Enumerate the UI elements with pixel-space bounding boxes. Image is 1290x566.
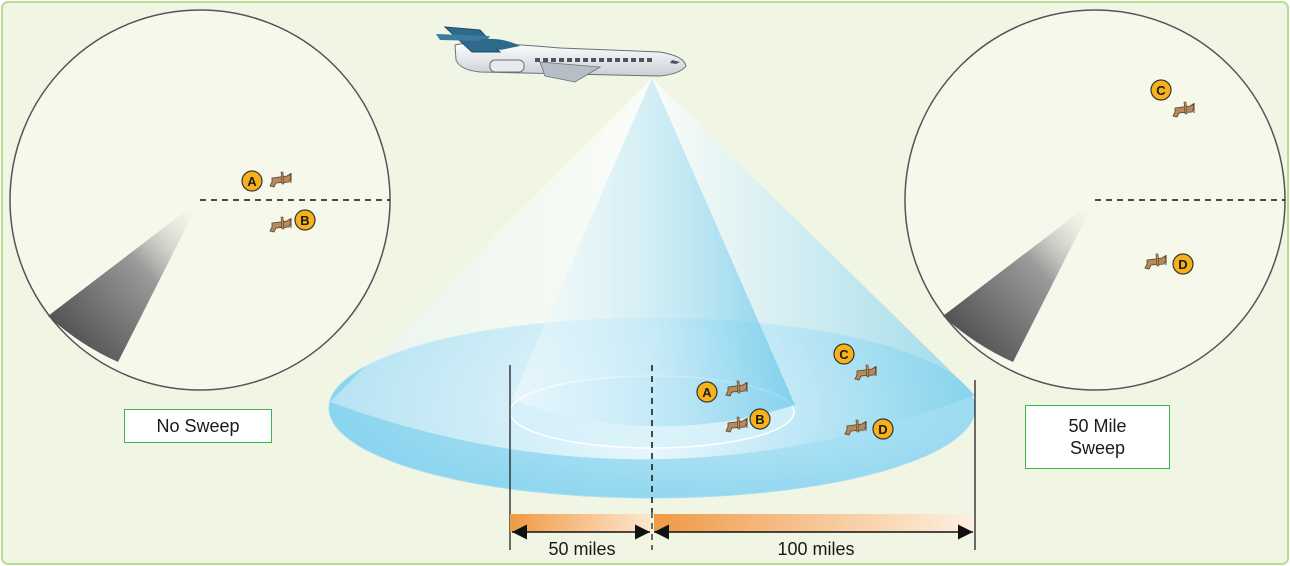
airliner-icon: [436, 26, 687, 83]
sweep-wedge-left: [48, 200, 200, 362]
distance-scale: 50 miles 100 miles: [509, 365, 976, 559]
target-b-coverage: B: [725, 408, 771, 433]
target-c-right: C: [1150, 79, 1195, 118]
radar-scope-right: [904, 9, 1286, 391]
sweep-label-line1: 50 Mile: [1068, 416, 1127, 436]
sweep-wedge-right: [943, 200, 1095, 362]
far-distance-label: 100 miles: [777, 539, 854, 559]
far-distance-bar: [654, 514, 974, 532]
target-c-coverage: C: [833, 343, 877, 381]
marker-letter: C: [1156, 83, 1166, 98]
target-a-coverage: A: [696, 380, 748, 403]
marker-letter: C: [839, 347, 849, 362]
target-b-left: B: [269, 209, 316, 233]
near-distance-bar: [510, 514, 651, 532]
inner-beam-cone: [512, 78, 795, 427]
marker-letter: B: [300, 213, 309, 228]
no-sweep-label: No Sweep: [124, 409, 272, 443]
radar-scope-left: [9, 9, 391, 391]
near-distance-label: 50 miles: [548, 539, 615, 559]
marker-letter: D: [878, 422, 887, 437]
marker-letter: D: [1178, 257, 1187, 272]
sweep-label: 50 Mile Sweep: [1025, 405, 1170, 469]
marker-letter: B: [755, 412, 764, 427]
target-d-right: D: [1144, 253, 1194, 275]
radar-coverage: [328, 78, 976, 512]
sweep-label-line2: Sweep: [1069, 438, 1126, 458]
marker-letter: A: [247, 174, 257, 189]
target-a-left: A: [241, 170, 292, 192]
target-d-coverage: D: [844, 418, 894, 440]
no-sweep-label-text: No Sweep: [156, 416, 240, 436]
marker-letter: A: [702, 385, 712, 400]
